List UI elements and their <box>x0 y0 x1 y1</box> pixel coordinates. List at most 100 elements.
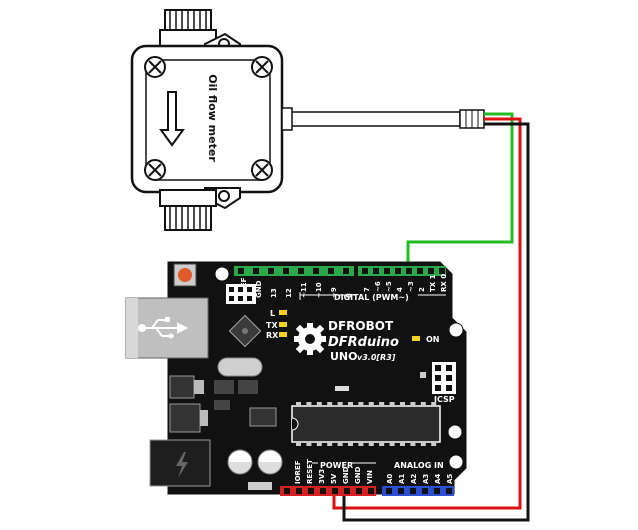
dfrobot-gear-logo-icon <box>294 323 326 355</box>
analog-pin-label: A0 <box>386 474 394 484</box>
mcu-pin <box>296 442 301 446</box>
led-label-rx: RX <box>266 331 279 340</box>
mcu-pin <box>368 442 374 446</box>
digital-pin-label: 4 <box>396 287 404 292</box>
digital-pin-label: ~11 <box>300 282 308 298</box>
model-version: v3.0[R3] <box>357 353 396 362</box>
mcu-pin <box>379 442 385 446</box>
mcu-pin <box>410 402 416 406</box>
flow-direction-arrow-icon <box>159 91 185 147</box>
digital-pin-label: 2 <box>418 287 426 292</box>
digital-pin-label: TX 1 <box>429 274 437 292</box>
power-pin-label: RESET <box>306 459 314 484</box>
mcu-pin <box>420 402 426 406</box>
small-ic <box>249 407 277 427</box>
crystal-oscillator <box>217 357 263 377</box>
product-name: DFRduino <box>328 335 399 350</box>
analog-pin-label: A1 <box>398 474 406 484</box>
mcu-pin <box>306 442 312 446</box>
usb-connector <box>125 297 209 359</box>
digital-pin-label: ~10 <box>315 282 323 298</box>
capacitors <box>227 449 283 490</box>
signal-wire <box>406 112 514 270</box>
wires <box>332 112 530 522</box>
mcu-pin <box>358 442 364 446</box>
mcu-pin <box>316 442 322 446</box>
atmega-mcu-chip <box>291 402 441 446</box>
sensor-cable <box>281 111 461 127</box>
dc-power-jack <box>149 439 211 487</box>
sensor-cable-strain-relief <box>281 107 293 131</box>
digital-pin-label: RX 0 <box>440 274 448 292</box>
sensor-bottom-ear-hole <box>218 190 230 202</box>
voltage-regulator <box>169 375 258 433</box>
oil-flow-meter-sensor: Oil flow meter <box>130 9 485 231</box>
analog-pin-label: A5 <box>446 474 454 484</box>
mcu-pin <box>431 442 437 446</box>
analog-in-label: ANALOG IN <box>394 461 444 470</box>
usb-interface-chip <box>228 314 262 348</box>
led-label-l: L <box>270 309 275 318</box>
power-pin-label: VIN <box>366 470 374 484</box>
analog-pin-label: A4 <box>434 474 442 484</box>
sensor-screws <box>144 56 273 181</box>
mcu-pin <box>316 402 322 406</box>
power-pin-label: GND <box>354 466 362 484</box>
digital-pwm-label: DIGITAL (PWM~) <box>334 293 409 302</box>
mcu-pin <box>337 402 343 406</box>
analog-pin-label: A3 <box>422 474 430 484</box>
analog-pin-label: A2 <box>410 474 418 484</box>
mcu-pin <box>348 402 353 406</box>
mcu-pin <box>431 402 437 406</box>
power-led-label: ON <box>426 335 440 344</box>
power-pin-label: 3V3 <box>318 469 326 484</box>
mcu-pin <box>327 402 333 406</box>
power-led <box>412 336 420 341</box>
digital-pin-label: 7 <box>363 287 371 292</box>
power-label: POWER <box>320 461 353 470</box>
power-pin-label: IOREF <box>294 460 302 484</box>
mcu-pin <box>337 442 343 446</box>
power-pin-label: 5V <box>330 473 338 484</box>
mcu-pin <box>410 442 416 446</box>
digital-pin-label: 12 <box>285 288 293 298</box>
icsp-header: ICSP <box>432 362 456 404</box>
analog-header: ANALOG IN A0 A1 A2 A3 A4 A5 <box>382 461 454 496</box>
status-leds: L TX RX <box>266 309 287 340</box>
mcu-pin <box>348 442 353 446</box>
mcu-pin <box>379 402 385 406</box>
digital-pin-label: ~3 <box>407 281 415 292</box>
sensor-label: Oil flow meter <box>206 74 219 162</box>
icsp-label: ICSP <box>434 395 455 404</box>
digital-pin-label: GND <box>255 280 263 298</box>
led-label-tx: TX <box>266 321 278 330</box>
digital-pin-label: ~5 <box>385 281 393 292</box>
mcu-pin <box>420 442 426 446</box>
model-name: UNO <box>330 350 358 363</box>
power-header: POWER IOREF RESET 3V3 5V GND GND VIN <box>280 459 376 496</box>
power-pin-label: GND <box>342 466 350 484</box>
aux-header-left <box>226 284 256 304</box>
digital-pin-label: 13 <box>270 288 278 298</box>
mcu-pin <box>400 442 405 446</box>
usb-icon <box>138 317 189 339</box>
digital-pin-label: ~6 <box>374 281 382 292</box>
power-bolt-icon <box>176 452 188 478</box>
mcu-pin <box>368 402 374 406</box>
mcu-pin <box>327 442 333 446</box>
digital-pin-label: ~9 <box>330 287 338 298</box>
mcu-pin <box>296 402 301 406</box>
mcu-pin <box>389 442 395 446</box>
mcu-pin <box>358 402 364 406</box>
sensor-bottom-fitting <box>159 189 217 231</box>
mcu-pin <box>389 402 395 406</box>
mcu-pin <box>400 402 405 406</box>
gnd-wire <box>342 122 530 522</box>
vcc-wire <box>332 117 522 510</box>
mcu-pin <box>306 402 312 406</box>
brand-name: DFROBOT <box>328 319 394 333</box>
sensor-body-inner <box>145 59 271 181</box>
